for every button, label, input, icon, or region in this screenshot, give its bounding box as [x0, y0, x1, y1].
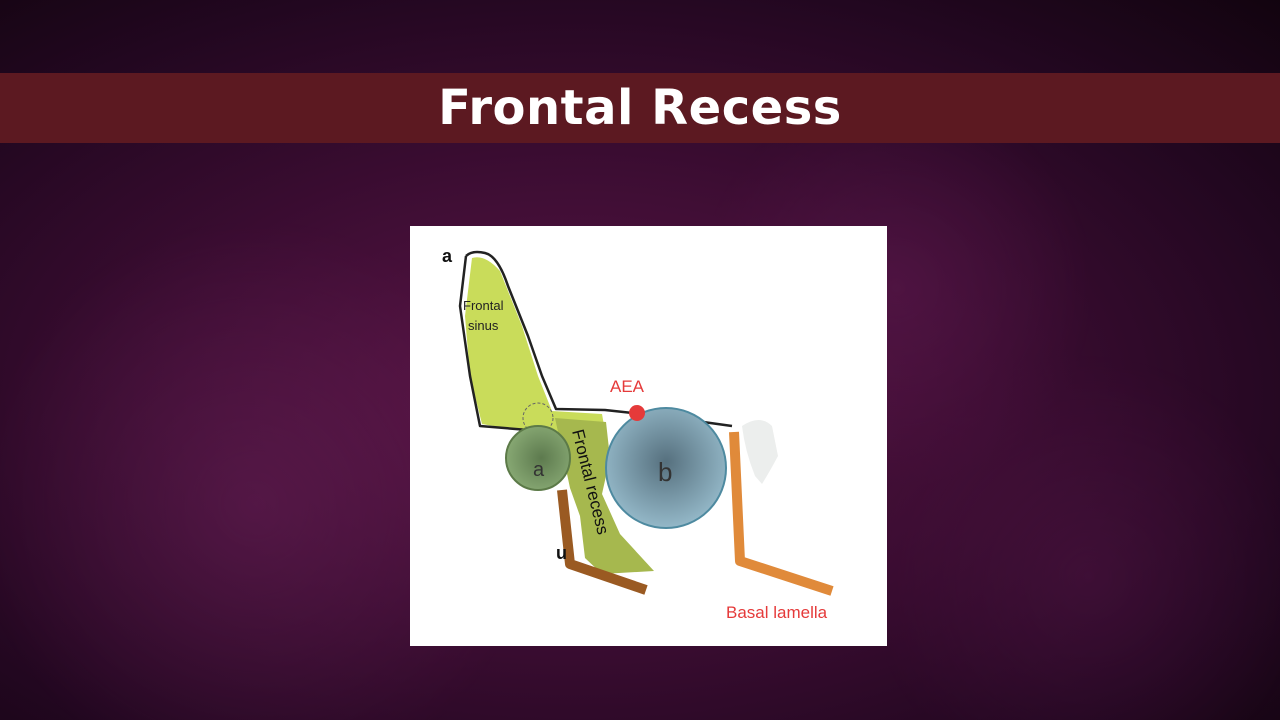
aea-dot — [629, 405, 645, 421]
slide-title: Frontal Recess — [438, 80, 842, 136]
cell-a — [505, 425, 571, 491]
title-banner: Frontal Recess — [0, 73, 1280, 143]
aea-label: AEA — [610, 377, 645, 396]
uncinate-process — [557, 489, 648, 595]
frontal-sinus-fill — [465, 257, 608, 448]
ostium-dashed-circle — [522, 402, 554, 434]
frontal-sinus-label: Frontal — [463, 298, 504, 313]
frontal-recess-fill — [555, 418, 654, 574]
frontal-sinus-label-2: sinus — [468, 318, 499, 333]
cell-b-label: b — [658, 457, 672, 487]
grey-blob — [742, 420, 778, 484]
uncinate-label: u — [556, 543, 567, 563]
basal-lamella — [729, 431, 834, 596]
basal-lamella-label: Basal lamella — [726, 603, 828, 622]
panel-label: a — [442, 246, 453, 266]
cell-b — [605, 407, 727, 529]
cell-a-label: a — [533, 459, 545, 481]
frontal-recess-diagram: a Frontal sinus AEA a b Frontal recess u… — [410, 226, 887, 646]
sinus-outline — [458, 250, 733, 432]
